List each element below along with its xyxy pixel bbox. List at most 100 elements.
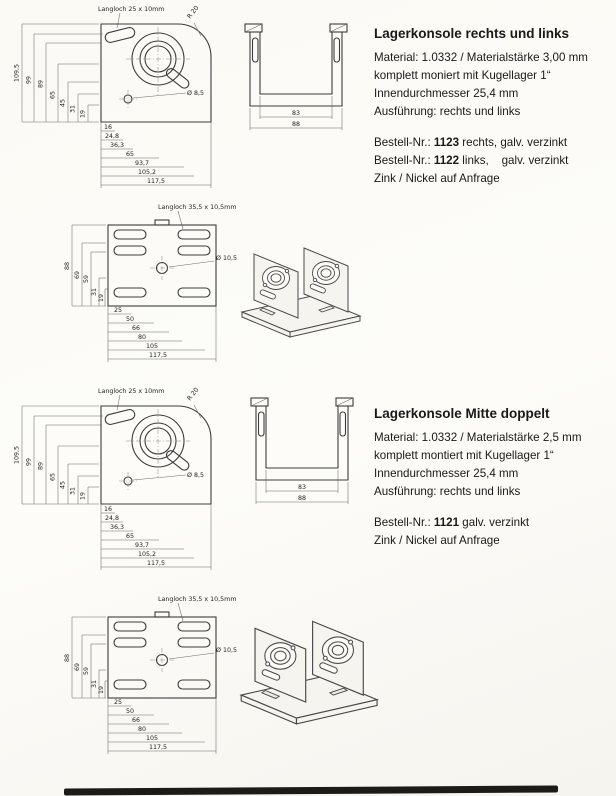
dim-label: 83 xyxy=(298,484,306,491)
order-number: 1123 xyxy=(433,136,460,150)
dim-label: 99 xyxy=(26,76,33,84)
dim-label: 19 xyxy=(98,294,105,302)
dim-label: 69 xyxy=(74,271,81,279)
dim-label: 80 xyxy=(138,334,146,341)
dim-label: 65 xyxy=(126,151,134,158)
dim-label: 31 xyxy=(91,288,98,296)
dim-label: 117,5 xyxy=(149,352,167,359)
order-number-line: Bestell-Nr.: 1121 galv. verzinkt xyxy=(374,515,614,530)
dim-label: 89 xyxy=(38,80,45,88)
order-suffix: galv. verzinkt xyxy=(459,516,530,530)
order-number-line: Bestell-Nr.: 1123 rechts, galv. verzinkt xyxy=(374,135,614,150)
drawing-isometric-2 xyxy=(239,620,379,725)
dim-label: 45 xyxy=(60,481,67,489)
note-line: Zink / Nickel auf Anfrage xyxy=(374,534,500,548)
dim-label: 88 xyxy=(298,495,306,502)
spec-line: komplett montiert mit Kugellager 1“ xyxy=(374,449,554,463)
hole-dia-label: Ø 10,5 xyxy=(216,254,237,262)
dim-label: 83 xyxy=(292,110,300,117)
part-geometry xyxy=(100,12,212,123)
dim-label: 80 xyxy=(138,726,146,733)
drawing-bracket-front-2: Langloch 25 x 10mm R 20 Ø 8,5 xyxy=(14,387,212,570)
dim-label: 93,7 xyxy=(135,160,149,167)
isometric-part xyxy=(239,620,379,725)
dim-label: 69 xyxy=(74,663,81,671)
hole-dia-label: Ø 8,5 xyxy=(187,89,204,97)
product-info-mitte-doppelt: Lagerkonsole Mitte doppelt Material: 1.0… xyxy=(374,406,614,551)
radius-label: R 20 xyxy=(186,5,200,21)
dim-label: 16 xyxy=(104,124,112,131)
spec-line: Material: 1.0332 / Materialstärke 3,00 m… xyxy=(374,51,588,64)
dim-label: 88 xyxy=(64,262,71,270)
part-geometry xyxy=(107,210,217,307)
dim-label: 19 xyxy=(98,686,105,694)
dim-label: 19 xyxy=(80,492,87,500)
dim-label: 105 xyxy=(146,735,158,742)
product-info-rechts-links: Lagerkonsole rechts und links Material: … xyxy=(374,26,614,189)
dim-label: 36,3 xyxy=(110,142,124,149)
order-prefix: Bestell-Nr.: xyxy=(374,516,434,530)
order-prefix: Bestell-Nr.: xyxy=(374,154,434,168)
spec-line: Innendurchmesser 25,4 mm xyxy=(374,467,519,481)
slot-size-label: Langloch 25 x 10mm xyxy=(98,6,164,13)
part-geometry xyxy=(250,397,354,481)
order-prefix: Bestell-Nr.: xyxy=(374,136,434,150)
dim-label: 36,3 xyxy=(110,524,124,531)
order-number-line: Bestell-Nr.: 1122 links, galv. verzinkt xyxy=(374,153,614,168)
dimension-lines xyxy=(21,22,212,188)
spec-line: Innendurchmesser 25,4 mm xyxy=(374,87,519,101)
spec-line: komplett moniert mit Kugellager 1“ xyxy=(374,69,551,83)
dim-label: 65 xyxy=(126,533,134,540)
dim-label: 31 xyxy=(70,105,77,113)
spec-line: Material: 1.0332 / Materialstärke 2,5 mm xyxy=(374,431,582,444)
dim-label: 105,2 xyxy=(138,169,156,176)
spec-line: Ausführung: rechts und links xyxy=(374,105,521,119)
part-geometry xyxy=(107,602,217,699)
dim-label: 19 xyxy=(80,110,87,118)
slot-size-label: Langloch 35,5 x 10,5mm xyxy=(158,204,236,211)
drawing-plate-front-2: Langloch 35,5 x 10,5mm Ø 10,5 xyxy=(64,596,237,754)
dim-label: 117,5 xyxy=(147,178,165,185)
dim-label: 45 xyxy=(60,99,67,107)
dimension-lines xyxy=(71,224,217,362)
dim-label: 25 xyxy=(114,307,122,314)
order-suffix: links, galv. verzinkt xyxy=(459,154,569,168)
part-geometry xyxy=(100,394,212,505)
dimension-lines xyxy=(249,96,343,130)
drawing-channel-side-1: 83 88 xyxy=(244,23,348,130)
dim-label: 89 xyxy=(38,462,45,470)
product-title: Lagerkonsole rechts und links xyxy=(374,26,570,41)
radius-label: R 20 xyxy=(186,387,200,403)
dim-label: 109,5 xyxy=(14,64,21,82)
drawing-channel-side-2: 83 88 xyxy=(250,397,354,504)
dim-label: 24,8 xyxy=(105,133,119,140)
order-suffix: rechts, galv. verzinkt xyxy=(459,136,568,150)
dim-label: 99 xyxy=(26,458,33,466)
order-number: 1121 xyxy=(433,516,460,530)
slot-size-label: Langloch 35,5 x 10,5mm xyxy=(158,596,236,603)
dim-label: 93,7 xyxy=(135,542,149,549)
dim-label: 25 xyxy=(114,699,122,706)
drawing-bracket-front-1: Langloch 25 x 10mm R 20 Ø 8,5 xyxy=(14,5,212,188)
dim-label: 65 xyxy=(50,91,57,99)
dim-label: 50 xyxy=(126,316,134,323)
order-number: 1122 xyxy=(433,154,460,168)
part-geometry xyxy=(244,23,348,107)
spec-line: Ausführung: rechts und links xyxy=(374,485,521,499)
dim-label: 24,8 xyxy=(105,515,119,522)
dimension-lines xyxy=(21,404,212,570)
drawing-isometric-1 xyxy=(240,247,362,338)
dim-label: 117,5 xyxy=(147,560,165,567)
note-line: Zink / Nickel auf Anfrage xyxy=(374,172,500,186)
dim-label: 66 xyxy=(132,717,140,724)
dim-label: 105,2 xyxy=(138,551,156,558)
dimension-lines xyxy=(255,470,349,504)
footer-bar xyxy=(63,785,559,796)
dim-label: 31 xyxy=(70,487,77,495)
hole-dia-label: Ø 10,5 xyxy=(216,646,237,654)
dim-label: 50 xyxy=(126,708,134,715)
dim-label: 88 xyxy=(64,654,71,662)
dimension-lines xyxy=(71,616,217,754)
isometric-part xyxy=(240,247,362,338)
